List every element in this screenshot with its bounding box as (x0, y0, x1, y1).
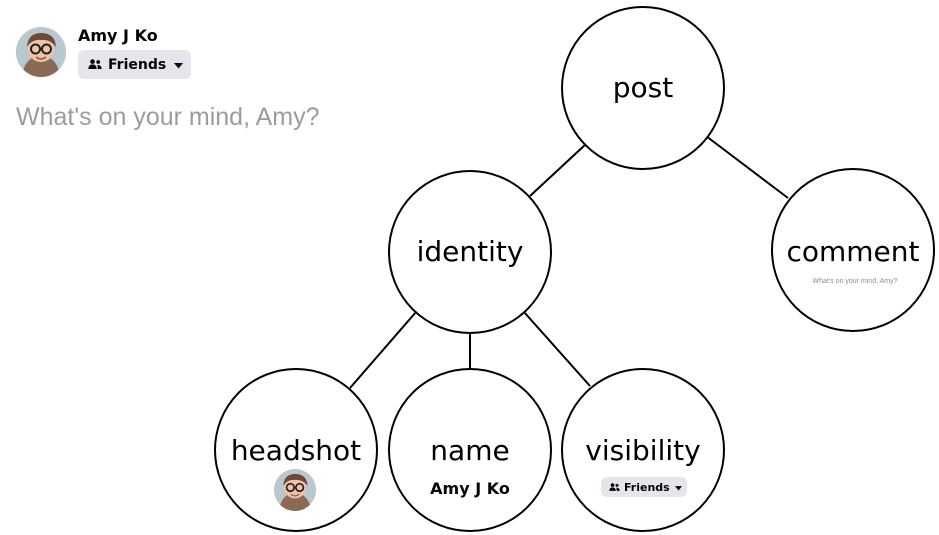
node-label-visibility: visibility (585, 434, 701, 467)
author-name[interactable]: Amy J Ko (78, 26, 158, 45)
node-circle-post (561, 6, 725, 170)
node-circle-name (388, 368, 552, 532)
headshot-sample-avatar (274, 469, 316, 511)
visibility-sample-label: Friends (624, 480, 670, 494)
edge-post-comment (705, 135, 789, 199)
headshot-icon (274, 469, 316, 511)
node-circle-identity (388, 170, 552, 334)
node-label-comment: comment (786, 235, 920, 268)
visibility-sample-pill: Friends (601, 477, 687, 497)
node-label-name: name (430, 434, 510, 467)
visibility-dropdown[interactable]: Friends (78, 50, 191, 79)
avatar[interactable] (16, 27, 66, 77)
headshot-icon (16, 27, 66, 77)
caret-down-icon (674, 481, 682, 494)
node-label-identity: identity (416, 235, 524, 268)
node-circle-headshot (214, 368, 378, 532)
comment-sample-text: What's on your mind, Amy? (812, 278, 898, 285)
edge-identity-visibility (523, 311, 591, 387)
edge-identity-headshot (349, 311, 417, 389)
visibility-label: Friends (108, 56, 167, 73)
node-label-headshot: headshot (230, 434, 362, 467)
people-icon (609, 481, 620, 494)
node-circle-comment (771, 168, 935, 332)
name-sample-text: Amy J Ko (430, 479, 510, 498)
node-label-post: post (612, 71, 674, 104)
caret-down-icon (174, 57, 184, 73)
edge-post-identity (529, 143, 587, 197)
post-prompt-input[interactable]: What's on your mind, Amy? (16, 103, 320, 131)
people-icon (88, 57, 102, 73)
